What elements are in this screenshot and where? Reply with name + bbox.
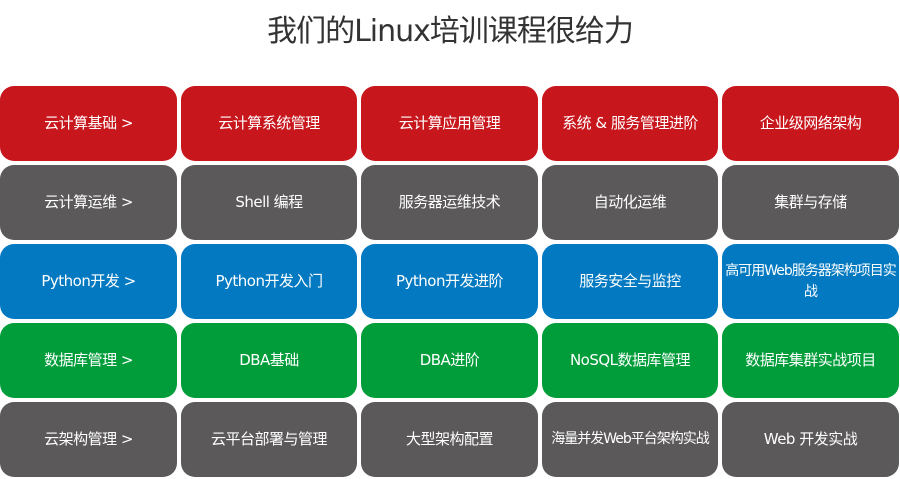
course-tile[interactable]: 系统 & 服务管理进阶 — [542, 86, 718, 161]
course-tile[interactable]: 云计算应用管理 — [361, 86, 538, 161]
course-tile[interactable]: DBA基础 — [181, 323, 357, 398]
course-tile[interactable]: 高可用Web服务器架构项目实战 — [722, 244, 899, 319]
category-cloud-ops[interactable]: 云计算运维 > — [0, 165, 177, 240]
category-python-dev[interactable]: Python开发 > — [0, 244, 177, 319]
course-tile[interactable]: NoSQL数据库管理 — [542, 323, 718, 398]
course-tile[interactable]: 集群与存储 — [722, 165, 899, 240]
course-tile[interactable]: Shell 编程 — [181, 165, 357, 240]
category-database-admin[interactable]: 数据库管理 > — [0, 323, 177, 398]
course-tile[interactable]: 数据库集群实战项目 — [722, 323, 899, 398]
course-tile[interactable]: 企业级网络架构 — [722, 86, 899, 161]
course-tile[interactable]: 服务器运维技术 — [361, 165, 538, 240]
course-tile[interactable]: 自动化运维 — [542, 165, 718, 240]
course-tile[interactable]: Web 开发实战 — [722, 402, 899, 477]
course-tile[interactable]: 大型架构配置 — [361, 402, 538, 477]
course-tile[interactable]: Python开发入门 — [181, 244, 357, 319]
page-title: 我们的Linux培训课程很给力 — [267, 14, 634, 49]
course-tile[interactable]: 云计算系统管理 — [181, 86, 357, 161]
category-cloud-basics[interactable]: 云计算基础 > — [0, 86, 177, 161]
course-tile[interactable]: 服务安全与监控 — [542, 244, 718, 319]
course-tile[interactable]: DBA进阶 — [361, 323, 538, 398]
category-cloud-architecture[interactable]: 云架构管理 > — [0, 402, 177, 477]
course-tile[interactable]: 云平台部署与管理 — [181, 402, 357, 477]
course-tile[interactable]: 海量并发Web平台架构实战 — [542, 402, 718, 477]
course-tile[interactable]: Python开发进阶 — [361, 244, 538, 319]
course-grid: 云计算基础 > 云计算系统管理 云计算应用管理 系统 & 服务管理进阶 企业级网… — [0, 86, 900, 477]
